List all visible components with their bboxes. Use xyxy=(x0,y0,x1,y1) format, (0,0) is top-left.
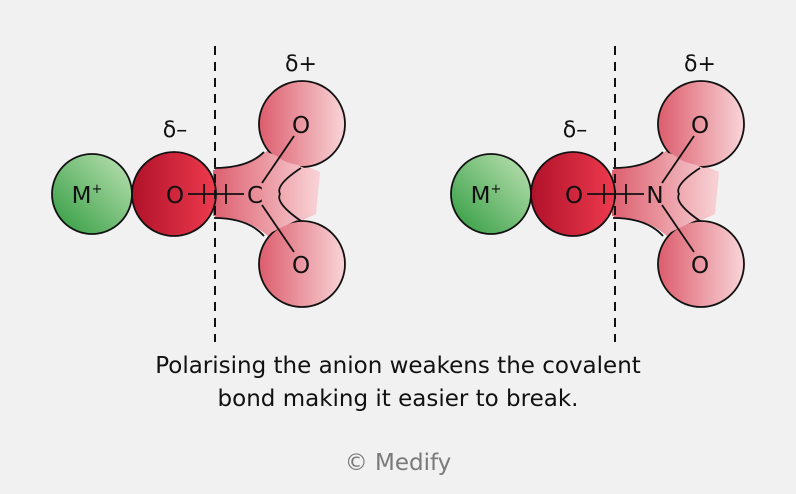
right-bonding-oxygen-label: O xyxy=(565,183,583,209)
left-bonding-oxygen-label: O xyxy=(166,183,184,209)
left-bonds xyxy=(188,135,295,253)
right-bottom-oxygen-label: O xyxy=(691,253,709,279)
left-partial-positive-label: δ+ xyxy=(285,52,317,77)
caption-line-2: bond making it easier to break. xyxy=(217,386,579,412)
left-central-atom-label: C xyxy=(247,183,263,209)
left-molecule xyxy=(51,80,346,308)
right-partial-positive-label: δ+ xyxy=(684,52,716,77)
left-partial-negative-label: δ– xyxy=(163,118,187,143)
copyright-credit: © Medify xyxy=(344,450,452,476)
left-bottom-oxygen-label: O xyxy=(292,253,310,279)
left-top-oxygen-label: O xyxy=(292,113,310,139)
left-anion-body xyxy=(213,80,346,308)
left-cation-sphere xyxy=(51,153,133,235)
right-bonds xyxy=(587,135,695,253)
right-molecule xyxy=(450,80,745,308)
right-central-atom-label: N xyxy=(646,183,663,209)
right-top-oxygen-label: O xyxy=(691,113,709,139)
right-anion-body xyxy=(612,80,745,308)
diagram-caption: Polarising the anion weakens the covalen… xyxy=(0,350,796,416)
left-cation-label: M+ xyxy=(72,182,103,209)
caption-line-1: Polarising the anion weakens the covalen… xyxy=(155,353,641,379)
right-partial-negative-label: δ– xyxy=(563,118,587,143)
right-cation-label: M+ xyxy=(471,182,502,209)
right-cation-sphere xyxy=(450,153,532,235)
